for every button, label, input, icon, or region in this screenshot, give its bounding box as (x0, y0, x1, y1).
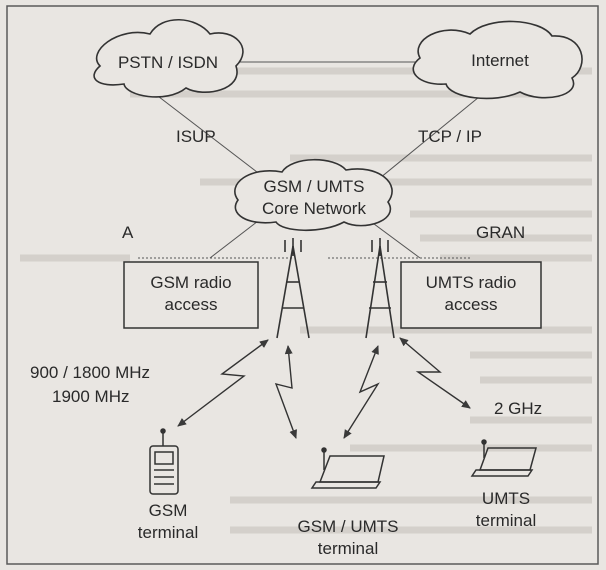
gran-interface-label: GRAN (476, 223, 526, 242)
network-links (138, 61, 491, 259)
core-network-subtitle: Core Network (262, 199, 366, 218)
umts-dual-radio-link-icon (343, 345, 380, 439)
frame-border (6, 5, 599, 565)
umts-radio-access-title: UMTS radio (425, 273, 517, 292)
umts-antenna-tower-icon (365, 238, 395, 339)
gsm-radio-access-box (123, 261, 259, 329)
gsm-frequency-label-2: 1900 MHz (52, 387, 130, 406)
umts-terminal-subtitle: terminal (475, 511, 537, 530)
internet-core-link (379, 87, 491, 179)
dual-terminal-subtitle: terminal (317, 539, 379, 558)
dual-terminal-title: GSM / UMTS (297, 517, 399, 536)
internet-cloud (412, 20, 583, 100)
umts-radio-access-subtitle: access (444, 295, 498, 314)
gsm-radio-link-icon (177, 339, 269, 427)
gsm-radio-access-title: GSM radio (150, 273, 232, 292)
umts-terminal-title: UMTS (481, 489, 531, 508)
umts-laptop-icon (470, 439, 537, 477)
gsm-dual-radio-link-icon (274, 345, 297, 439)
pstn-cloud (93, 19, 244, 98)
umts-radio-access-box (400, 261, 542, 329)
gsm-radio-access-subtitle: access (164, 295, 218, 314)
pstn-isdn-label: PSTN / ISDN (117, 53, 219, 72)
pstn-core-link (149, 89, 271, 183)
tcp-ip-label: TCP / IP (418, 127, 482, 146)
core-network-title: GSM / UMTS (263, 177, 365, 196)
internet-label: Internet (471, 51, 529, 70)
gsm-terminal-title: GSM (148, 501, 188, 520)
isup-label: ISUP (176, 127, 216, 146)
gsm-antenna-tower-icon (276, 238, 310, 339)
gsm-phone-icon (149, 428, 179, 495)
core-umts-access-link (365, 217, 421, 259)
gsm-frequency-label: 900 / 1800 MHz (30, 363, 151, 382)
core-gsm-access-link (209, 217, 263, 259)
gsm-terminal-subtitle: terminal (137, 523, 199, 542)
core-network-cloud (234, 159, 393, 232)
dual-mode-laptop-icon (310, 447, 385, 489)
umts-frequency-label: 2 GHz (494, 399, 543, 418)
a-interface-label: A (122, 223, 134, 242)
umts-radio-link-icon (399, 337, 471, 409)
